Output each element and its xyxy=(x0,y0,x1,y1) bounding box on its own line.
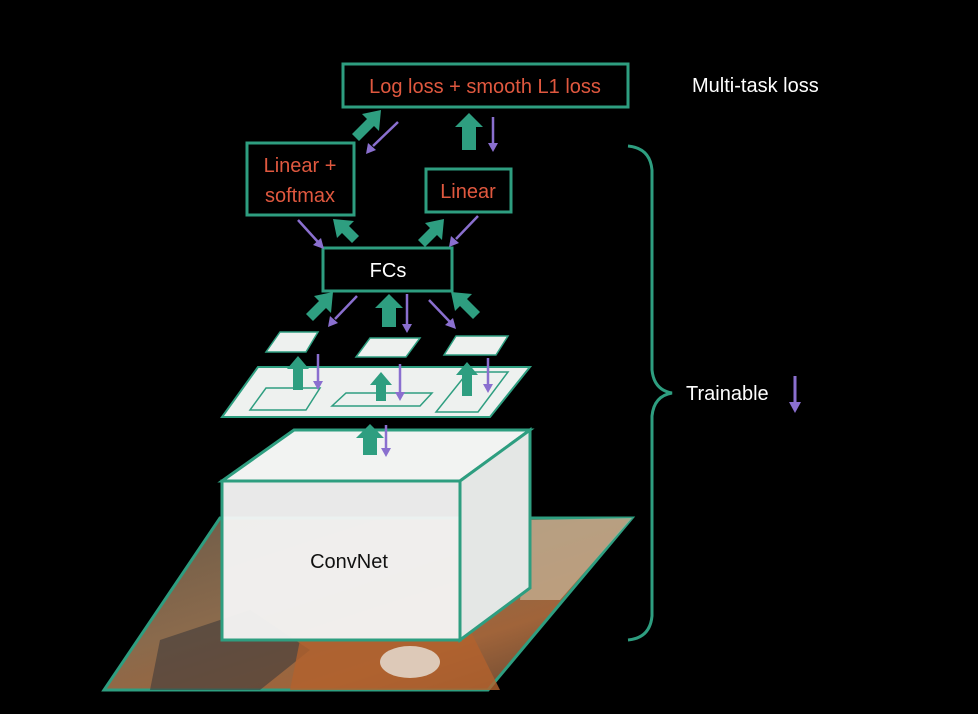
roi-feature-right xyxy=(442,335,510,356)
down-arrow-icon xyxy=(449,215,479,247)
roi-feature-middle xyxy=(354,337,422,358)
loss-box: Log loss + smooth L1 loss xyxy=(341,62,630,109)
fcs-box: FCs xyxy=(321,246,454,293)
down-arrow-icon xyxy=(395,364,405,401)
down-arrow-icon xyxy=(488,117,498,152)
down-arrow-icon xyxy=(402,294,412,333)
linear-softmax-label-line1: Linear + xyxy=(264,155,337,177)
down-arrow-icon xyxy=(381,425,391,457)
up-arrow-icon xyxy=(352,110,381,141)
up-arrow-icon xyxy=(455,113,483,150)
up-arrow-icon xyxy=(356,424,384,455)
purple-down-arrows xyxy=(297,117,498,457)
down-arrow-icon xyxy=(483,358,493,393)
up-arrow-icon xyxy=(333,219,359,243)
up-arrow-icon xyxy=(456,362,478,396)
green-up-arrows xyxy=(287,110,483,455)
up-arrow-icon xyxy=(370,372,392,401)
down-arrow-icon xyxy=(313,354,323,390)
up-arrow-icon xyxy=(306,292,333,321)
trainable-brace xyxy=(627,144,673,642)
loss-label: Log loss + smooth L1 loss xyxy=(369,76,601,98)
multitask-loss-label: Multi-task loss xyxy=(692,75,819,97)
roi-feature-left xyxy=(264,331,320,353)
down-arrow-icon xyxy=(428,299,456,329)
up-arrow-icon xyxy=(375,294,403,327)
up-arrow-icon xyxy=(287,356,309,390)
trainable-down-arrow-icon xyxy=(789,376,801,413)
linear-label: Linear xyxy=(440,181,496,203)
down-arrow-icon xyxy=(328,295,358,327)
up-arrow-icon xyxy=(418,219,444,247)
down-arrow-icon xyxy=(366,121,399,154)
linear-softmax-label-line2: softmax xyxy=(265,185,335,207)
convnet-label: ConvNet xyxy=(310,551,388,573)
linear-softmax-box: Linear + softmax xyxy=(245,141,356,217)
linear-box: Linear xyxy=(424,167,513,214)
up-arrow-icon xyxy=(451,292,480,319)
convnet-box: ConvNet xyxy=(217,427,535,643)
trainable-label: Trainable xyxy=(686,383,769,405)
down-arrow-icon xyxy=(297,219,324,249)
fcs-label: FCs xyxy=(370,260,407,282)
